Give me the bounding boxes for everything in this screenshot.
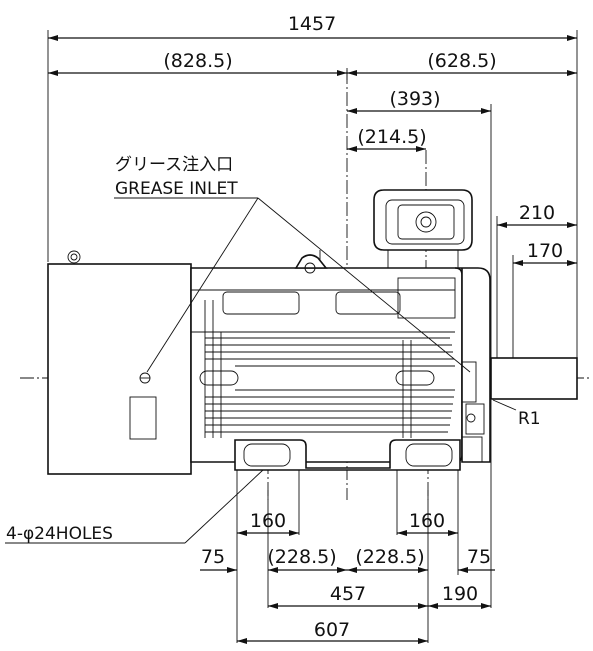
dim-shaft-170: 170 bbox=[527, 240, 563, 262]
dim-393: (393) bbox=[389, 88, 440, 110]
dim-190: 190 bbox=[442, 583, 478, 605]
extension-lines bbox=[47, 30, 578, 643]
dim-right-length: (628.5) bbox=[427, 50, 496, 72]
motor-outline bbox=[47, 189, 578, 475]
leader-lines bbox=[5, 197, 517, 544]
dim-half-left: (228.5) bbox=[267, 546, 336, 568]
dim-left-length: (828.5) bbox=[163, 50, 232, 72]
grease-inlet-jp-label: グリース注入口 bbox=[115, 155, 233, 175]
dim-half-right: (228.5) bbox=[355, 546, 424, 568]
dim-shaft-210: 210 bbox=[519, 202, 555, 224]
radius-label: R1 bbox=[518, 409, 541, 429]
dimension-texts: 1457 (828.5) (628.5) (393) (214.5) 210 1… bbox=[163, 13, 563, 641]
dim-edge-75-right: 75 bbox=[467, 546, 491, 568]
dim-214: (214.5) bbox=[357, 126, 426, 148]
annotation-texts: グリース注入口 GREASE INLET 4-φ24HOLES R1 bbox=[6, 155, 541, 544]
dim-457: 457 bbox=[330, 583, 366, 605]
dim-foot-left-160: 160 bbox=[250, 510, 286, 532]
dim-607: 607 bbox=[314, 619, 350, 641]
dim-edge-75-left: 75 bbox=[201, 546, 225, 568]
dimension-lines bbox=[48, 35, 577, 644]
dim-overall: 1457 bbox=[288, 13, 336, 35]
grease-inlet-en-label: GREASE INLET bbox=[115, 179, 238, 199]
dim-foot-right-160: 160 bbox=[409, 510, 445, 532]
holes-label: 4-φ24HOLES bbox=[6, 524, 113, 544]
